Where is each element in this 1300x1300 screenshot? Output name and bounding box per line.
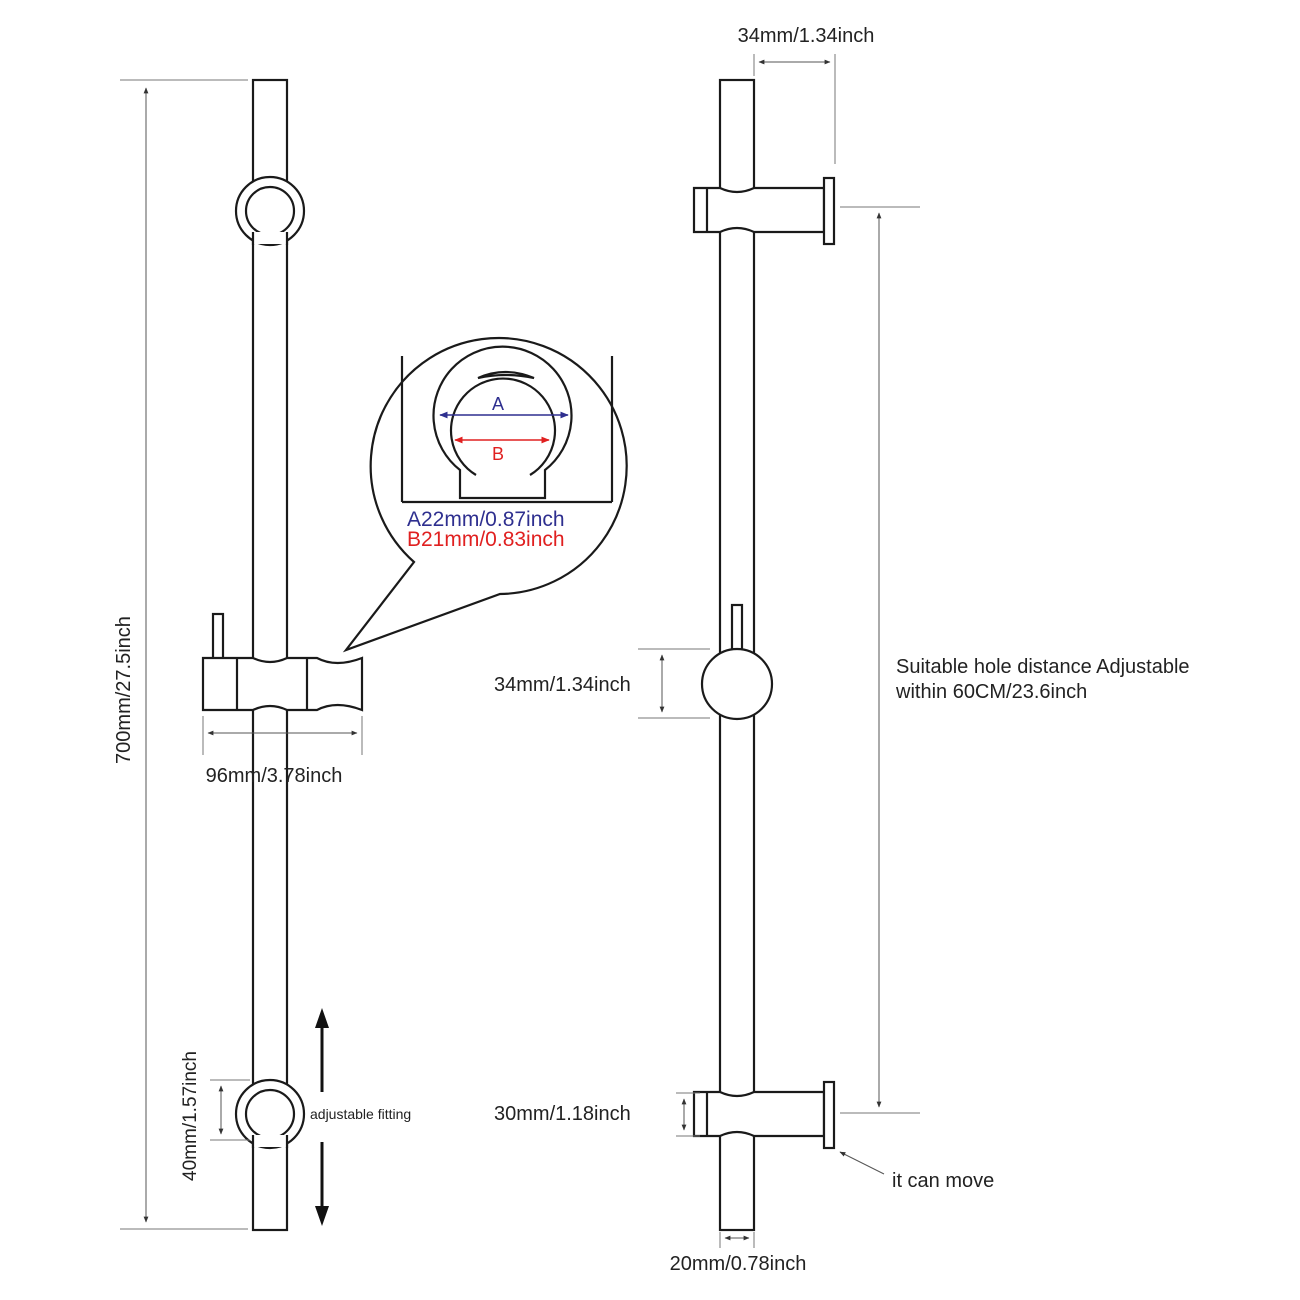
holder-cross-section: [400, 345, 614, 504]
bracket-depth-label: 34mm/1.34inch: [738, 25, 875, 47]
total-height-label: 700mm/27.5inch: [113, 616, 135, 764]
adjust-range-label: 40mm/1.57inch: [180, 1051, 201, 1181]
left-front-view: 700mm/27.5inch 96mm/3.78inch 40mm/1.57in…: [113, 78, 628, 1232]
callout-bubble: [342, 336, 628, 653]
adjust-up-down-arrow-icon: [315, 1008, 329, 1226]
left-rod: [251, 78, 289, 1232]
holder-width-label: 96mm/3.78inch: [206, 765, 343, 787]
it-can-move-label: it can move: [892, 1170, 994, 1192]
knob-diameter-label: 34mm/1.34inch: [494, 674, 631, 696]
it-can-move-pointer: [839, 1151, 885, 1175]
right-holder-knob: [700, 603, 774, 721]
adjustable-fitting-label: adjustable fitting: [310, 1106, 411, 1122]
left-top-bracket: [234, 175, 306, 247]
right-top-bracket: [692, 176, 836, 246]
left-bottom-bracket: [234, 1078, 306, 1150]
right-side-view: 34mm/1.34inch 34mm/1.34inch Suitable hol…: [494, 25, 1190, 1275]
hole-distance-line1: Suitable hole distance Adjustable: [896, 656, 1190, 678]
dimension-b-value: B21mm/0.83inch: [407, 528, 565, 551]
rod-diameter-label: 20mm/0.78inch: [670, 1253, 807, 1275]
dimension-a-marker: A: [492, 394, 504, 414]
right-bottom-bracket: [692, 1080, 836, 1150]
left-holder-slider: [201, 612, 364, 712]
bracket-height-label: 30mm/1.18inch: [494, 1103, 631, 1125]
dimension-b-marker: B: [492, 444, 504, 464]
hole-distance-line2: within 60CM/23.6inch: [895, 681, 1087, 703]
dimension-a-value: A22mm/0.87inch: [407, 508, 565, 531]
